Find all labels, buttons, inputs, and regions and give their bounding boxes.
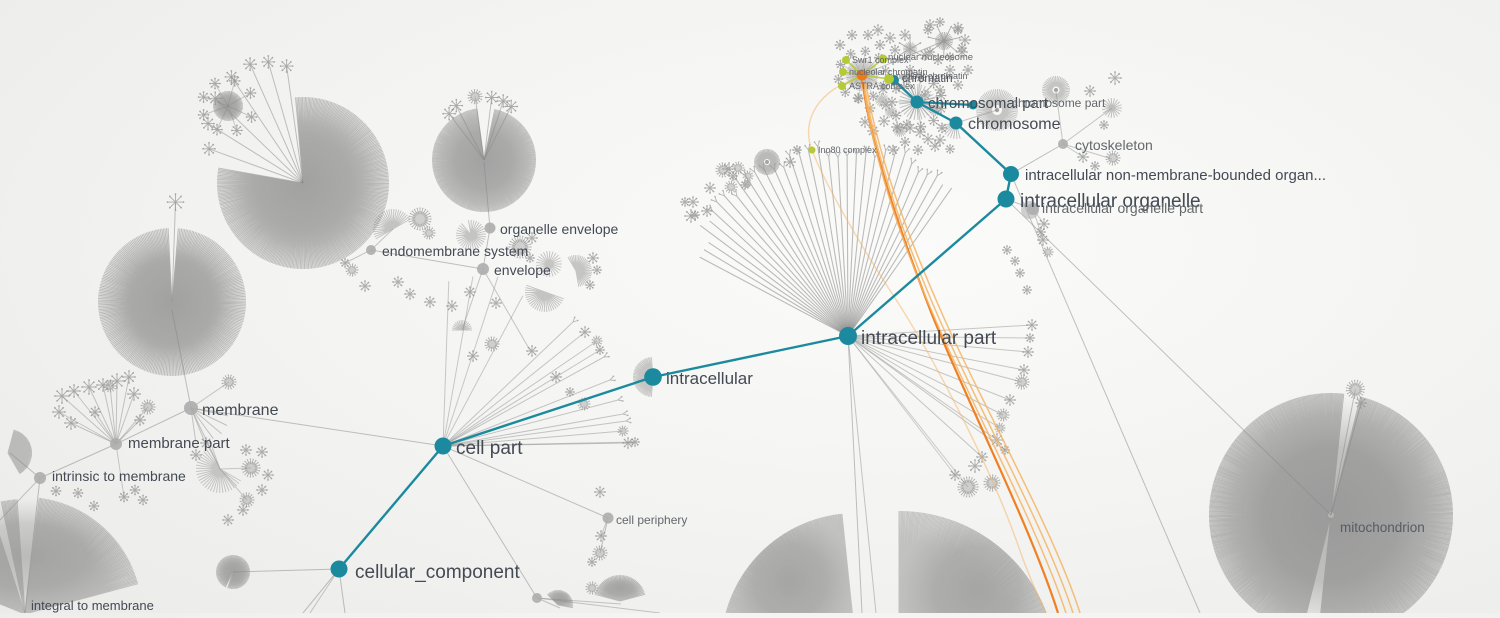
svg-text:Ino80 complex: Ino80 complex [818,145,877,155]
svg-text:cell periphery: cell periphery [616,513,687,527]
svg-text:chromosome: chromosome [968,116,1061,133]
svg-text:integral to membrane: integral to membrane [31,598,154,613]
svg-text:chromosomal part: chromosomal part [928,95,1049,112]
svg-text:envelope: envelope [494,262,551,278]
svg-text:membrane part: membrane part [128,435,231,452]
svg-text:intracellular: intracellular [666,369,753,388]
svg-text:ASTRA complex: ASTRA complex [849,81,915,91]
svg-text:cell part: cell part [456,438,523,459]
svg-text:intracellular part: intracellular part [861,328,997,349]
svg-text:membrane: membrane [202,402,279,419]
svg-text:Swr1 complex: Swr1 complex [852,55,909,65]
svg-text:endomembrane system: endomembrane system [382,243,528,259]
svg-text:nuclear chromatin: nuclear chromatin [896,71,968,81]
svg-text:intracellular non-membrane-bou: intracellular non-membrane-bounded organ… [1025,167,1326,184]
svg-text:intracellular organelle: intracellular organelle [1020,191,1201,212]
svg-text:mitochondrion: mitochondrion [1340,520,1425,535]
svg-text:organelle envelope: organelle envelope [500,221,619,237]
svg-text:nucleolar chromatin: nucleolar chromatin [849,67,928,77]
svg-text:chromatin: chromatin [902,73,953,85]
svg-text:intrinsic to membrane: intrinsic to membrane [52,468,186,484]
svg-text:cellular_component: cellular_component [355,562,520,583]
svg-text:nuclear nucleosome: nuclear nucleosome [888,52,973,63]
svg-text:cytoskeleton: cytoskeleton [1075,137,1153,153]
svg-text:intracellular organelle part: intracellular organelle part [1042,200,1203,216]
svg-text:chromosome part: chromosome part [1012,96,1106,110]
